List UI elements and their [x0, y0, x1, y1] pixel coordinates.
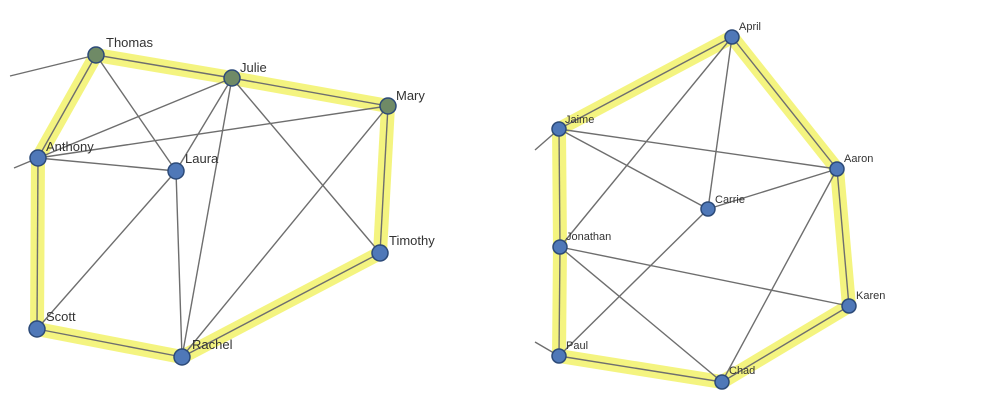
node-label-jonathan: Jonathan: [566, 231, 611, 243]
left-graph: ThomasJulieMaryAnthonyLauraTimothyScottR…: [9, 35, 435, 366]
node-label-aaron: Aaron: [844, 153, 873, 165]
node-label-laura: Laura: [185, 151, 219, 166]
right-edge-karen-chad: [721, 305, 850, 383]
left-edge-timothy-rachel: [181, 252, 381, 358]
node-label-thomas: Thomas: [106, 35, 153, 50]
right-edge-april-jaime: [558, 36, 733, 130]
left-edge-julie-rachel: [181, 77, 233, 358]
node-label-scott: Scott: [46, 309, 76, 324]
node-paul[interactable]: [551, 348, 567, 364]
node-carrie[interactable]: [700, 201, 716, 217]
left-edge-mary-timothy: [379, 105, 389, 254]
left-edge-thomas-offscreen: [9, 54, 97, 77]
left-edge-julie-mary: [231, 77, 389, 107]
node-chad[interactable]: [714, 374, 730, 390]
right-edge-april-aaron: [731, 36, 838, 170]
node-label-carrie: Carrie: [715, 194, 745, 206]
node-laura[interactable]: [167, 162, 185, 180]
right-edge-aaron-chad: [721, 168, 838, 383]
left-edge-rachel-scott: [36, 328, 183, 358]
right-edge-chad-paul: [558, 355, 723, 383]
right-edge-jaime-carrie: [558, 128, 709, 210]
node-aaron[interactable]: [829, 161, 845, 177]
node-timothy[interactable]: [371, 244, 389, 262]
left-edge-laura-rachel: [175, 170, 183, 358]
node-mary[interactable]: [379, 97, 397, 115]
left-edge-anthony-julie: [37, 77, 233, 159]
node-label-karen: Karen: [856, 290, 885, 302]
left-edge-thomas-laura: [95, 54, 177, 172]
node-rachel[interactable]: [173, 348, 191, 366]
node-label-paul: Paul: [566, 340, 588, 352]
left-edge-anthony-thomas: [37, 54, 97, 159]
right-edge-aaron-karen: [836, 168, 850, 307]
right-edge-april-carrie: [707, 36, 733, 210]
node-jonathan[interactable]: [552, 239, 568, 255]
left-edge-scott-anthony: [36, 157, 39, 330]
right-graph: AprilJaimeAaronCarrieJonathanKarenPaulCh…: [534, 21, 885, 390]
left-highlighted-cycle: [30, 48, 395, 364]
node-label-jaime: Jaime: [565, 114, 594, 126]
node-scott[interactable]: [28, 320, 46, 338]
node-label-julie: Julie: [240, 60, 267, 75]
node-thomas[interactable]: [87, 46, 105, 64]
node-label-anthony: Anthony: [46, 139, 94, 154]
right-edge-jaime-aaron: [558, 128, 838, 170]
node-label-mary: Mary: [396, 88, 425, 103]
node-jaime[interactable]: [551, 121, 567, 137]
left-edge-anthony-laura: [37, 157, 177, 172]
node-julie[interactable]: [223, 69, 241, 87]
left-edge-thomas-julie: [95, 54, 233, 79]
right-edge-paul-jonathan: [558, 246, 561, 357]
left-edge-julie-timothy: [231, 77, 381, 254]
right-edge-jonathan-jaime: [558, 128, 561, 248]
left-edge-laura-scott: [36, 170, 177, 330]
node-april[interactable]: [724, 29, 740, 45]
node-label-rachel: Rachel: [192, 337, 233, 352]
node-label-timothy: Timothy: [389, 233, 435, 248]
node-label-april: April: [739, 21, 761, 33]
left-edge-mary-rachel: [181, 105, 389, 358]
node-anthony[interactable]: [29, 149, 47, 167]
node-label-chad: Chad: [729, 365, 755, 377]
left-edge-julie-laura: [175, 77, 233, 172]
right-edge-carrie-aaron: [707, 168, 838, 210]
node-karen[interactable]: [841, 298, 857, 314]
right-edge-carrie-paul: [558, 208, 709, 357]
right-edge-jonathan-chad: [559, 246, 723, 383]
left-edge-anthony-mary: [37, 105, 389, 159]
right-edge-jonathan-karen: [559, 246, 850, 307]
